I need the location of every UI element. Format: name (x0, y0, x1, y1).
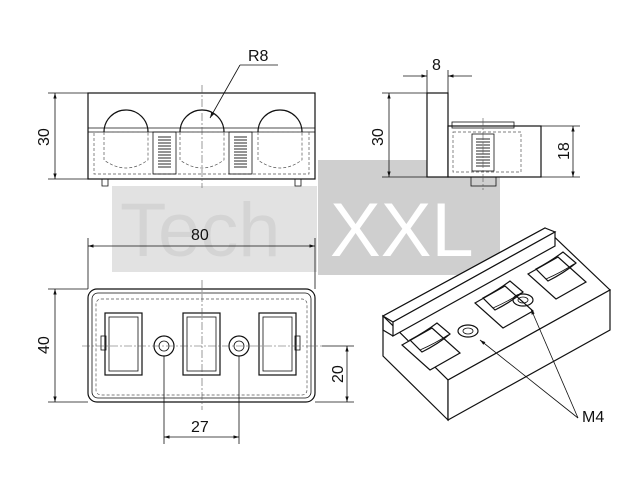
front-view: R8 30 (36, 48, 316, 188)
dim-top-width-label: 80 (191, 227, 209, 244)
watermark: Tech XXL (112, 160, 500, 275)
dim-hole-spacing-label: 27 (191, 419, 209, 436)
top-roller-window-1 (104, 312, 143, 376)
top-roller-window-2 (182, 312, 221, 376)
iso-hole-1 (457, 324, 479, 338)
iso-roller-3 (526, 251, 588, 300)
watermark-text-right: XXL (330, 188, 474, 273)
front-roller-3 (257, 109, 303, 133)
iso-hole-2 (512, 293, 534, 307)
watermark-text-left: Tech (120, 188, 281, 273)
side-view: 8 30 18 (370, 57, 580, 190)
front-spring-1 (158, 136, 171, 168)
top-view: 80 40 20 27 (36, 227, 354, 444)
side-body (447, 125, 542, 178)
dim-top-offset-label: 20 (330, 365, 347, 383)
isometric-view: M4 (381, 227, 612, 426)
dim-front-height-label: 30 (36, 128, 53, 146)
dim-side-height-label: 30 (370, 128, 387, 146)
iso-right-face (447, 288, 611, 422)
side-fence (426, 92, 449, 178)
watermark-block (318, 160, 500, 275)
front-body (87, 92, 316, 180)
front-roller-1 (103, 109, 149, 133)
watermark-band (112, 186, 317, 272)
dim-thread-label: M4 (582, 409, 604, 426)
dim-side-width-label: 8 (432, 57, 441, 74)
front-spring-2 (234, 136, 247, 168)
dim-radius-label: R8 (248, 48, 269, 65)
iso-roller-1 (400, 322, 462, 371)
dim-top-height-label: 40 (36, 336, 53, 354)
top-body (87, 288, 316, 403)
dim-side-inner-height-label: 18 (556, 142, 573, 160)
top-roller-window-3 (258, 312, 297, 376)
